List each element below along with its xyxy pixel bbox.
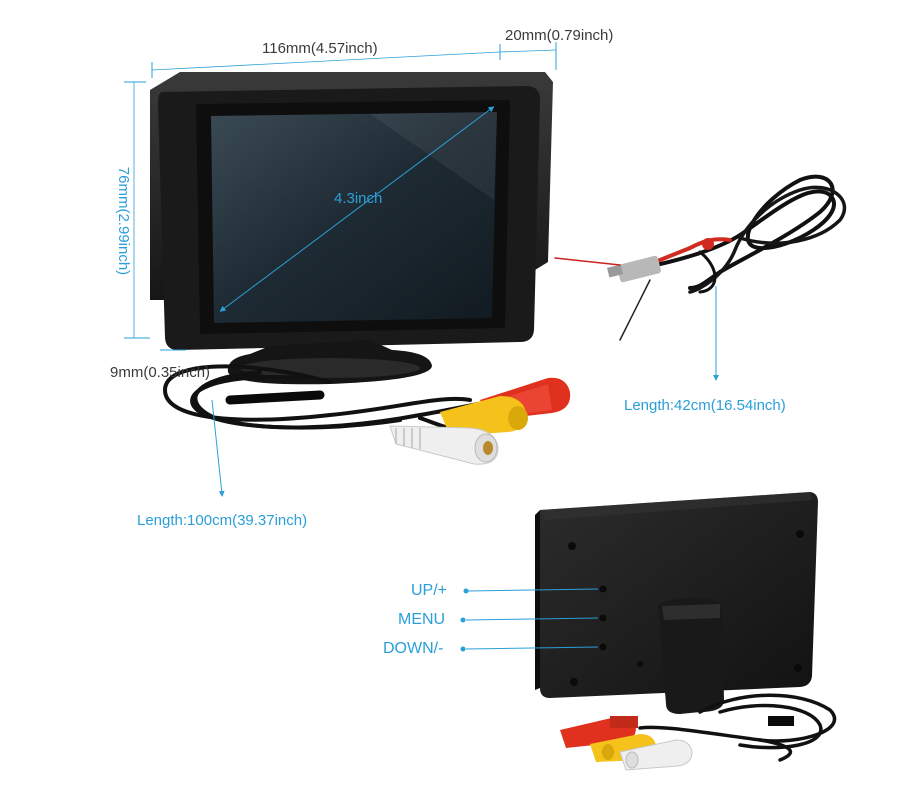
height-dimension-label: 76mm(2.99inch) (115, 166, 132, 276)
button-up (599, 585, 607, 593)
button-menu (599, 614, 607, 622)
rear-buttons (599, 585, 607, 651)
rca-white (389, 425, 499, 465)
thickness-dimension-label: 9mm(0.35inch) (110, 364, 211, 381)
rear-stand (658, 598, 724, 714)
width-dimension-label: 116mm(4.57inch) (262, 40, 378, 57)
rca-yellow (440, 396, 527, 436)
rear-housing (540, 492, 818, 698)
power-cable (554, 174, 847, 341)
dimension-lines (124, 42, 719, 650)
screen-size-label: 4.3inch (334, 190, 383, 207)
rca-connectors (389, 377, 571, 465)
depth-dimension-label: 20mm(0.79inch) (505, 27, 614, 44)
dc-plug (617, 255, 661, 283)
rear-rca (560, 716, 693, 771)
av-cable-length-label: Length:100cm(39.37inch) (137, 512, 308, 529)
button-down (599, 643, 607, 651)
monitor-rear (535, 492, 818, 714)
rear-cables (638, 693, 837, 762)
button-menu-label: MENU (398, 611, 446, 628)
screw-holes (568, 530, 804, 686)
monitor-front (150, 72, 553, 385)
callout-dots (460, 588, 469, 652)
button-down-label: DOWN/- (383, 640, 444, 657)
av-cable (162, 364, 502, 434)
button-up-label: UP/+ (411, 582, 448, 599)
power-cable-length-label: Length:42cm(16.54inch) (624, 397, 786, 414)
